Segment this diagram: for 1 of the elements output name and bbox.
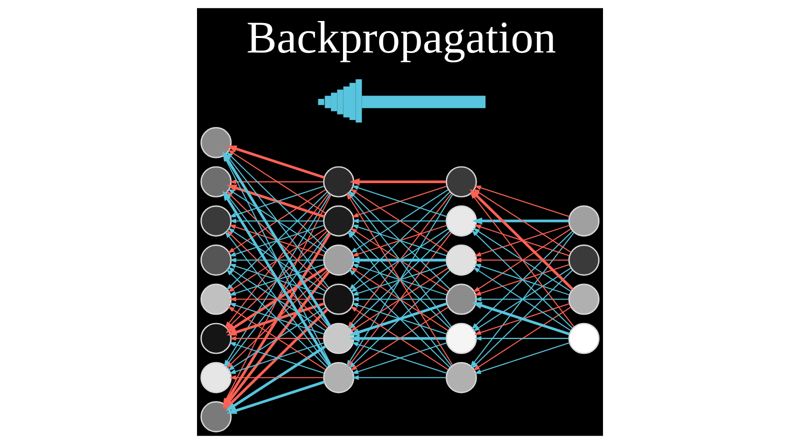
diagram-title: Backpropagation bbox=[246, 12, 556, 63]
